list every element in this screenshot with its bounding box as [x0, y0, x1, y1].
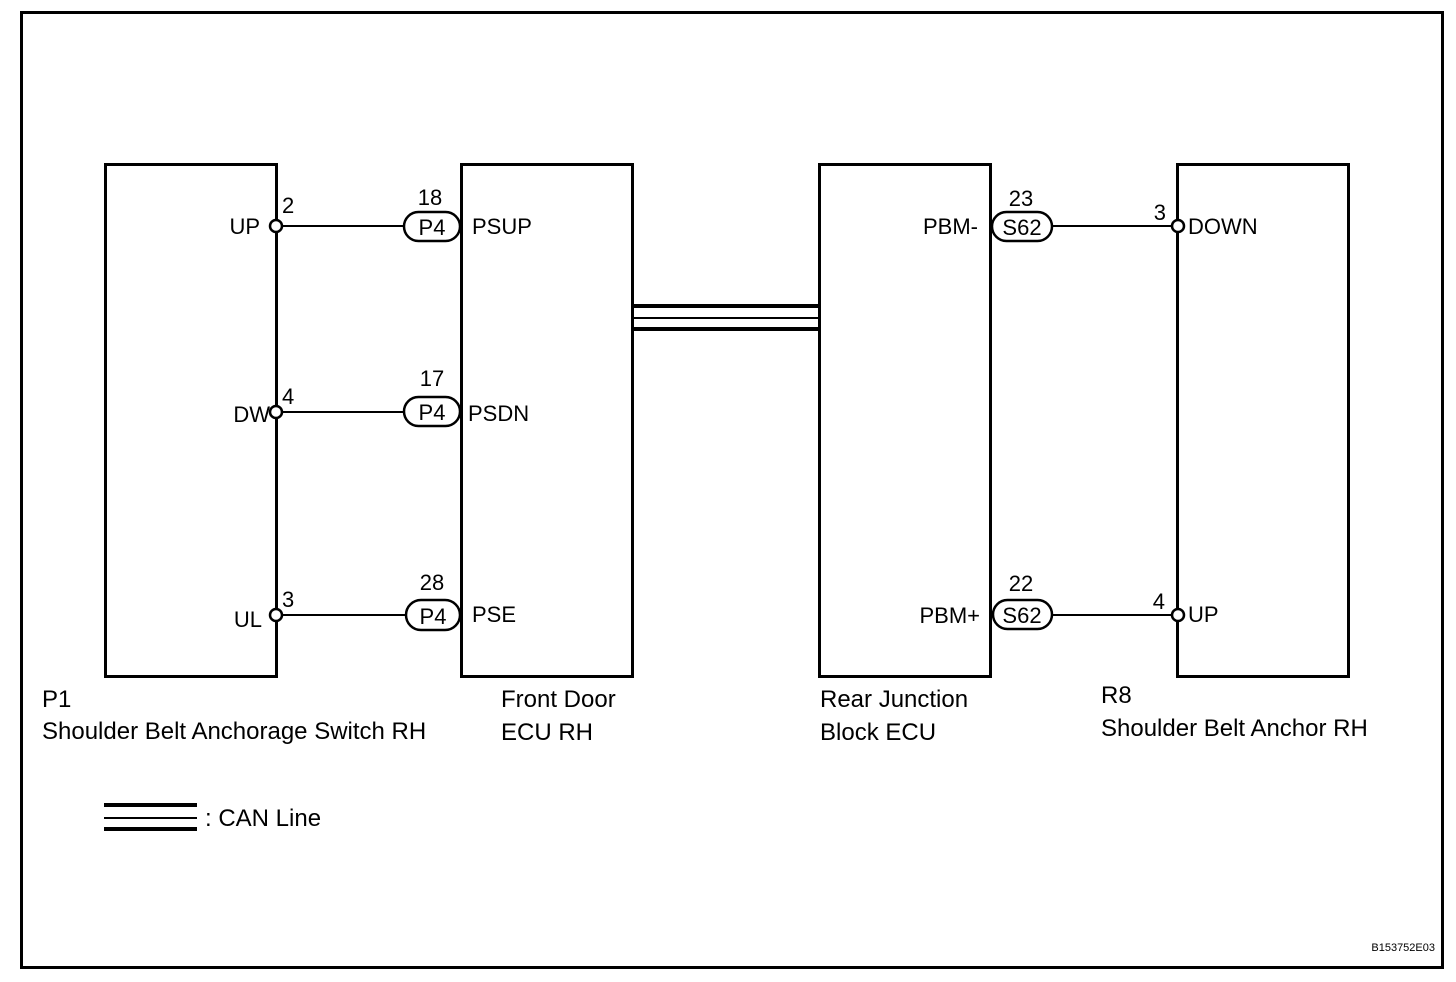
connector-oval	[404, 598, 462, 632]
circuit-pbm-plus: PBM+ S62 22 4 UP	[919, 571, 1219, 631]
terminal-icon	[268, 607, 284, 623]
switch-name: Shoulder Belt Anchorage Switch RH	[42, 718, 426, 745]
circuit-psup: UP 2 P4 18 PSUP	[229, 185, 532, 243]
anchor-pin-number: 3	[1154, 200, 1166, 225]
circuit-pbm-minus: PBM- S62 23 3 DOWN	[923, 186, 1258, 243]
terminal-icon	[268, 218, 284, 234]
ecu-pin-number: 17	[420, 366, 444, 391]
ecu-terminal-label: PBM-	[923, 214, 978, 239]
switch-terminal-label: UL	[234, 607, 262, 632]
switch-pin-number: 2	[282, 193, 294, 218]
connector-code: P4	[419, 400, 446, 425]
switch-code: P1	[42, 686, 71, 713]
ecu-terminal-label: PSE	[472, 602, 516, 627]
ecu-pin-number: 28	[420, 570, 444, 595]
ecu-pin-number: 23	[1009, 186, 1033, 211]
switch-terminal-label: DW	[233, 402, 270, 427]
terminal-icon	[1170, 607, 1186, 623]
circuit-pse: UL 3 P4 28 PSE	[234, 570, 516, 632]
figure-code: B153752E03	[1371, 942, 1435, 954]
connector-oval	[402, 395, 462, 428]
ecu-terminal-label: PBM+	[919, 603, 980, 628]
switch-box	[104, 163, 278, 678]
connector-code: S62	[1002, 603, 1041, 628]
ecu-terminal-label: PSUP	[472, 214, 532, 239]
circuit-psdn: DW 4 P4 17 PSDN	[233, 366, 529, 428]
anchor-box	[1176, 163, 1350, 678]
can-line-symbol-icon	[104, 803, 197, 831]
legend-can-line: : CAN Line	[104, 803, 321, 832]
terminal-icon	[1170, 218, 1186, 234]
anchor-pin-number: 4	[1153, 589, 1165, 614]
connector-oval	[991, 598, 1054, 631]
terminal-icon	[268, 404, 284, 420]
anchor-terminal-label: UP	[1188, 602, 1219, 627]
ecu-pin-number: 22	[1009, 571, 1033, 596]
can-line	[633, 304, 821, 331]
ecu-pin-number: 18	[418, 185, 442, 210]
front-ecu-name-line1: Front Door	[501, 686, 616, 713]
connector-code: P4	[419, 215, 446, 240]
connector-oval	[402, 210, 462, 243]
front-door-ecu-box	[460, 163, 634, 678]
front-ecu-name-line2: ECU RH	[501, 719, 593, 746]
ecu-terminal-label: PSDN	[468, 401, 529, 426]
connector-code: S62	[1002, 215, 1041, 240]
rear-jb-name-line2: Block ECU	[820, 719, 936, 746]
switch-pin-number: 4	[282, 384, 294, 409]
anchor-terminal-label: DOWN	[1188, 214, 1258, 239]
rear-junction-ecu-box	[818, 163, 992, 678]
switch-terminal-label: UP	[229, 214, 260, 239]
anchor-code: R8	[1101, 682, 1132, 709]
connector-code: P4	[420, 604, 447, 629]
connector-oval	[990, 210, 1054, 243]
anchor-name: Shoulder Belt Anchor RH	[1101, 715, 1368, 742]
legend-label: : CAN Line	[205, 805, 321, 832]
switch-pin-number: 3	[282, 587, 294, 612]
rear-jb-name-line1: Rear Junction	[820, 686, 968, 713]
diagram-frame	[20, 11, 1444, 969]
